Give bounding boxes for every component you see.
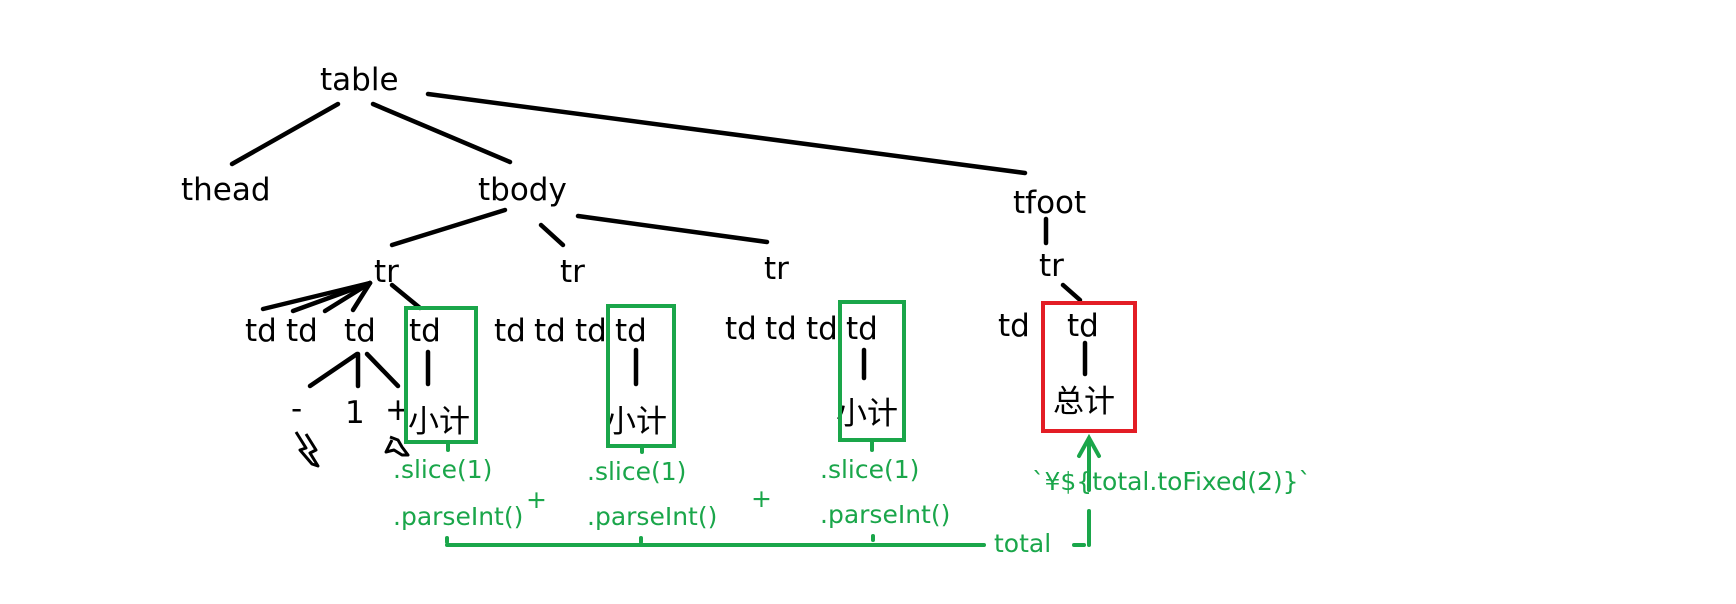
slice-label: .slice(1) [393, 455, 492, 484]
node-thead: thead [181, 172, 271, 208]
node-td: td [1067, 308, 1099, 344]
total-variable: total [994, 529, 1051, 558]
node-td: td [575, 313, 607, 349]
lightning-icons [294, 431, 410, 468]
node-tr-2: tr [560, 254, 585, 290]
node-td: td [806, 311, 838, 347]
parseint-label: .parseInt() [393, 502, 523, 531]
parseint-label: .parseInt() [587, 502, 717, 531]
edge-td-plus [364, 351, 401, 389]
arrow-up-icon [1077, 433, 1101, 458]
edge-tbody-tr3 [575, 213, 770, 245]
edge-table-tfoot [425, 91, 1028, 176]
node-tr-3: tr [764, 251, 789, 287]
node-subtotal: 小计 [836, 396, 898, 432]
edge-table-tbody [370, 101, 513, 165]
edge-tbody-tr1 [389, 207, 508, 248]
node-table: table [320, 62, 399, 98]
node-minus: - [291, 391, 302, 427]
plus-sign: + [526, 485, 547, 514]
computation-flow: .slice(1) .slice(1) .slice(1) .parseInt(… [393, 433, 1311, 558]
parseint-label: .parseInt() [820, 500, 950, 529]
node-td: td [615, 313, 647, 349]
slice-label: .slice(1) [587, 457, 686, 486]
edge-tr1-td2 [290, 280, 373, 314]
node-td: td [534, 313, 566, 349]
node-td: td [494, 313, 526, 349]
edge-table-thead [229, 101, 341, 167]
node-total: 总计 [1053, 384, 1115, 420]
node-tbody: tbody [478, 172, 567, 208]
edge-tr1-td3b [350, 280, 373, 313]
plus-sign: + [751, 484, 772, 513]
slice-label: .slice(1) [820, 455, 919, 484]
node-td: td [409, 313, 441, 349]
lightning-icon [294, 431, 320, 468]
node-td: td [765, 311, 797, 347]
node-td: td [846, 311, 878, 347]
total-box [1041, 301, 1137, 433]
node-tfoot: tfoot [1013, 185, 1086, 221]
edge-tr1-td3a [322, 280, 373, 314]
tree-nodes: table thead tbody tfoot tr tr tr tr td t… [181, 62, 1115, 440]
node-tr-1: tr [374, 254, 399, 290]
lightning-icon [384, 435, 410, 457]
edge-tbody-tr2 [538, 222, 566, 248]
subtotal-box-1 [404, 306, 478, 444]
edge-tfoot-tr-td [1060, 282, 1083, 303]
tree-edges [229, 91, 1088, 389]
node-td: td [725, 311, 757, 347]
node-td: td [245, 313, 277, 349]
node-quantity: 1 [345, 395, 365, 431]
format-expression: `¥${total.toFixed(2)}` [1032, 467, 1311, 496]
node-td: td [344, 313, 376, 349]
node-td: td [286, 313, 318, 349]
edge-tr1-td4 [389, 282, 423, 311]
node-tr-foot: tr [1039, 248, 1064, 284]
node-subtotal: 小计 [408, 404, 470, 440]
node-td: td [998, 308, 1030, 344]
node-subtotal: 小计 [605, 404, 667, 440]
edge-td-minus [307, 351, 360, 389]
